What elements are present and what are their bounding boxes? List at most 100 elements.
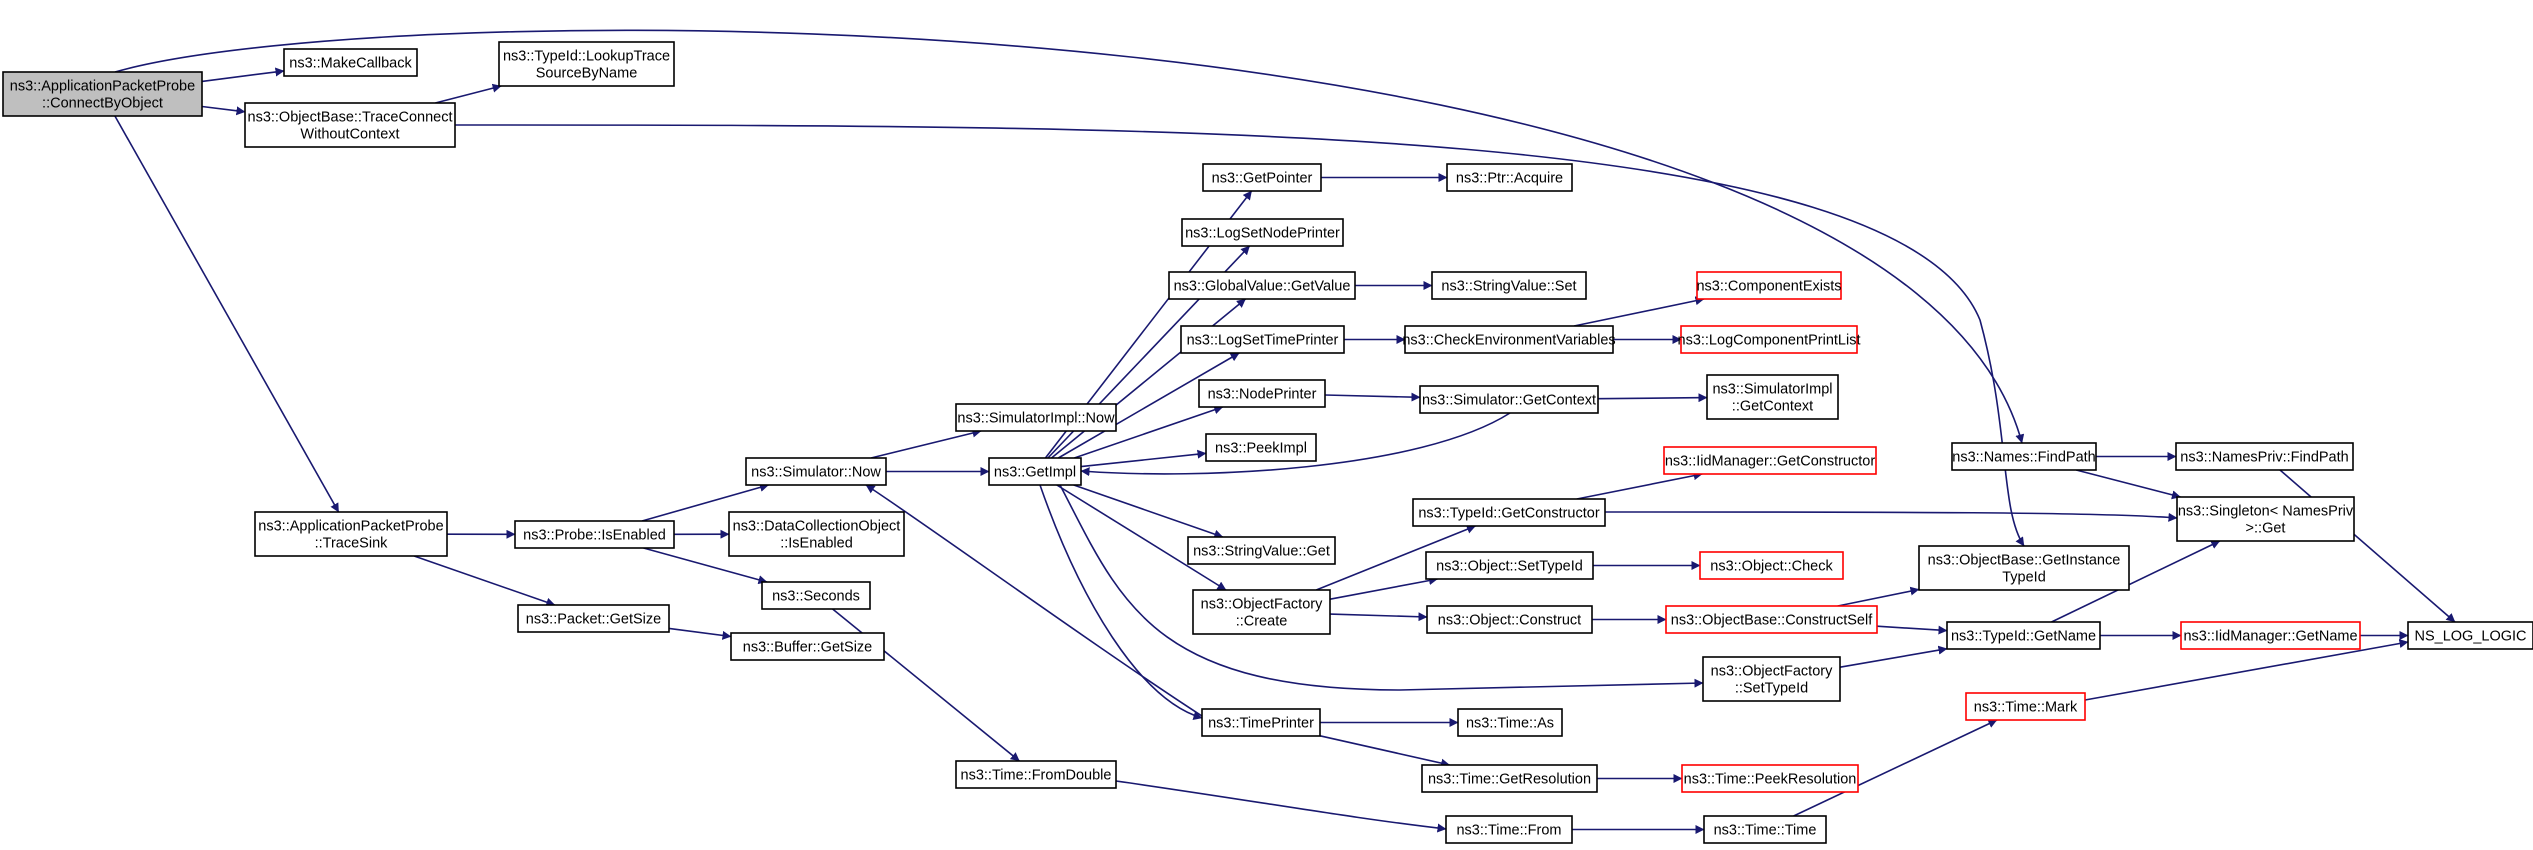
node-peekres[interactable]: ns3::Time::PeekResolution <box>1681 764 1859 793</box>
node-ofsettid[interactable]: ns3::ObjectFactory::SetTypeId <box>1702 656 1841 702</box>
node-logsetnode[interactable]: ns3::LogSetNodePrinter <box>1181 218 1344 247</box>
node-label: ns3::ObjectBase::ConstructSelf <box>1671 613 1873 629</box>
edge-getimpl-to-logsettime <box>1057 352 1240 459</box>
node-dco[interactable]: ns3::DataCollectionObject::IsEnabled <box>728 511 905 557</box>
node-gvget[interactable]: ns3::GlobalValue::GetValue <box>1168 271 1356 300</box>
edge-pktsize-to-bufsize <box>668 627 732 640</box>
node-label: ns3::Time::Mark <box>1974 700 2078 716</box>
node-probe[interactable]: ns3::Probe::IsEnabled <box>514 520 675 549</box>
node-label: ns3::IidManager::GetName <box>2183 629 2357 645</box>
node-peekimpl[interactable]: ns3::PeekImpl <box>1205 433 1317 462</box>
edge-timetime-to-timemark <box>1793 719 1998 817</box>
node-box <box>1965 692 2086 721</box>
node-label: ns3::Names::FindPath <box>1952 450 2095 466</box>
node-compexists[interactable]: ns3::ComponentExists <box>1696 271 1842 300</box>
node-iidgetcons[interactable]: ns3::IidManager::GetConstructor <box>1663 446 1877 475</box>
edge-simgetctx-to-simimplctx <box>1597 393 1708 403</box>
node-fromdouble[interactable]: ns3::Time::FromDouble <box>955 760 1117 789</box>
node-box <box>517 604 670 633</box>
edge-probe-to-simnow <box>641 483 769 522</box>
node-objsettid[interactable]: ns3::Object::SetTypeId <box>1425 551 1594 580</box>
node-simgetctx[interactable]: ns3::Simulator::GetContext <box>1419 385 1599 414</box>
node-label: ns3::ApplicationPacketProbe <box>10 79 195 95</box>
edge-getimpl-to-timeprinter <box>1039 484 1203 720</box>
node-timemark[interactable]: ns3::Time::Mark <box>1965 692 2086 721</box>
node-timeprinter[interactable]: ns3::TimePrinter <box>1201 708 1321 737</box>
node-iidgetname[interactable]: ns3::IidManager::GetName <box>2180 621 2361 650</box>
node-label: ns3::Time::GetResolution <box>1428 772 1591 788</box>
node-getpointer[interactable]: ns3::GetPointer <box>1202 163 1322 192</box>
node-label: ns3::SimulatorImpl::Now <box>957 411 1115 427</box>
node-checkenv[interactable]: ns3::CheckEnvironmentVariables <box>1402 325 1616 354</box>
node-namesfind[interactable]: ns3::Names::FindPath <box>1951 442 2097 471</box>
node-box <box>1696 271 1842 300</box>
node-label: ns3::DataCollectionObject <box>733 519 901 535</box>
edge-tracecon-to-lookup <box>435 83 502 104</box>
node-label: ns3::Time::FromDouble <box>961 768 1112 784</box>
node-root[interactable]: ns3::ApplicationPacketProbe::ConnectByOb… <box>2 71 203 117</box>
node-constructself[interactable]: ns3::ObjectBase::ConstructSelf <box>1665 605 1878 634</box>
node-label: ns3::GetImpl <box>994 465 1076 481</box>
node-label: ns3::NodePrinter <box>1208 387 1317 403</box>
edge-tidgetcons-to-singleton <box>1604 511 2178 522</box>
node-makecb[interactable]: ns3::MakeCallback <box>283 48 418 77</box>
edge-namesfind-to-singleton <box>2075 469 2181 500</box>
node-objcheck[interactable]: ns3::Object::Check <box>1699 551 1844 580</box>
node-box <box>1187 536 1336 565</box>
node-box <box>955 760 1117 789</box>
node-simimplctx[interactable]: ns3::SimulatorImpl::GetContext <box>1706 374 1839 420</box>
node-label: ns3::LogSetTimePrinter <box>1187 333 1339 349</box>
edge-timemark-to-nslog <box>2084 639 2409 701</box>
node-simnow[interactable]: ns3::Simulator::Now <box>745 457 887 486</box>
node-timegetres[interactable]: ns3::Time::GetResolution <box>1421 764 1598 793</box>
node-tidgetname[interactable]: ns3::TypeId::GetName <box>1946 621 2101 650</box>
node-bufsize[interactable]: ns3::Buffer::GetSize <box>730 632 885 661</box>
node-label: ::Create <box>1236 614 1288 630</box>
node-tracecon[interactable]: ns3::ObjectBase::TraceConnectWithoutCont… <box>244 102 456 148</box>
node-logcomp[interactable]: ns3::LogComponentPrintList <box>1678 325 1861 354</box>
node-objconstruct[interactable]: ns3::Object::Construct <box>1426 605 1593 634</box>
node-simimplnow[interactable]: ns3::SimulatorImpl::Now <box>955 403 1117 432</box>
node-timeas[interactable]: ns3::Time::As <box>1457 708 1563 737</box>
node-label: ns3::Probe::IsEnabled <box>523 528 666 544</box>
edge-ofcreate-to-tidgetcons <box>1315 525 1476 591</box>
node-label: ns3::Packet::GetSize <box>526 612 661 628</box>
edge-ofcreate-to-objconstruct <box>1329 612 1428 622</box>
node-npfind[interactable]: ns3::NamesPriv::FindPath <box>2175 442 2354 471</box>
node-tidgetcons[interactable]: ns3::TypeId::GetConstructor <box>1412 498 1606 527</box>
node-pktsize[interactable]: ns3::Packet::GetSize <box>517 604 670 633</box>
node-box <box>498 41 675 87</box>
edge-simgetctx-to-getimpl <box>1080 412 1511 477</box>
node-singleton[interactable]: ns3::Singleton< NamesPriv >::Get <box>2176 496 2355 542</box>
node-box <box>283 48 418 77</box>
edge-getimpl-to-nodeprinter <box>1074 405 1224 459</box>
node-box <box>1180 325 1345 354</box>
node-box <box>1198 379 1326 408</box>
edge-checkenv-to-compexists <box>1573 296 1705 327</box>
node-nslog[interactable]: NS_LOG_LOGIC <box>2407 621 2533 650</box>
node-box <box>2175 442 2354 471</box>
node-timefrom[interactable]: ns3::Time::From <box>1445 815 1573 844</box>
node-label: ns3::Object::Construct <box>1438 613 1581 629</box>
node-box <box>1421 764 1598 793</box>
node-seconds[interactable]: ns3::Seconds <box>761 581 871 610</box>
node-ofcreate[interactable]: ns3::ObjectFactory::Create <box>1192 589 1331 635</box>
node-timetime[interactable]: ns3::Time::Time <box>1703 815 1827 844</box>
node-box <box>1663 446 1877 475</box>
node-label: ns3::Buffer::GetSize <box>743 640 873 656</box>
node-label: ns3::Seconds <box>772 589 860 605</box>
node-logsettime[interactable]: ns3::LogSetTimePrinter <box>1180 325 1345 354</box>
node-getimpl[interactable]: ns3::GetImpl <box>988 457 1082 486</box>
node-tracesink[interactable]: ns3::ApplicationPacketProbe::TraceSink <box>254 511 448 557</box>
node-label: SourceByName <box>536 66 638 82</box>
node-label: ::ConnectByObject <box>42 96 163 112</box>
node-nodeprinter[interactable]: ns3::NodePrinter <box>1198 379 1326 408</box>
node-box <box>1681 764 1859 793</box>
node-svset[interactable]: ns3::StringValue::Set <box>1431 271 1587 300</box>
edge-ofcreate-to-objsettid <box>1329 576 1438 600</box>
node-ptracq[interactable]: ns3::Ptr::Acquire <box>1446 163 1573 192</box>
node-label: ns3::Time::From <box>1456 823 1561 839</box>
node-svget[interactable]: ns3::StringValue::Get <box>1187 536 1336 565</box>
